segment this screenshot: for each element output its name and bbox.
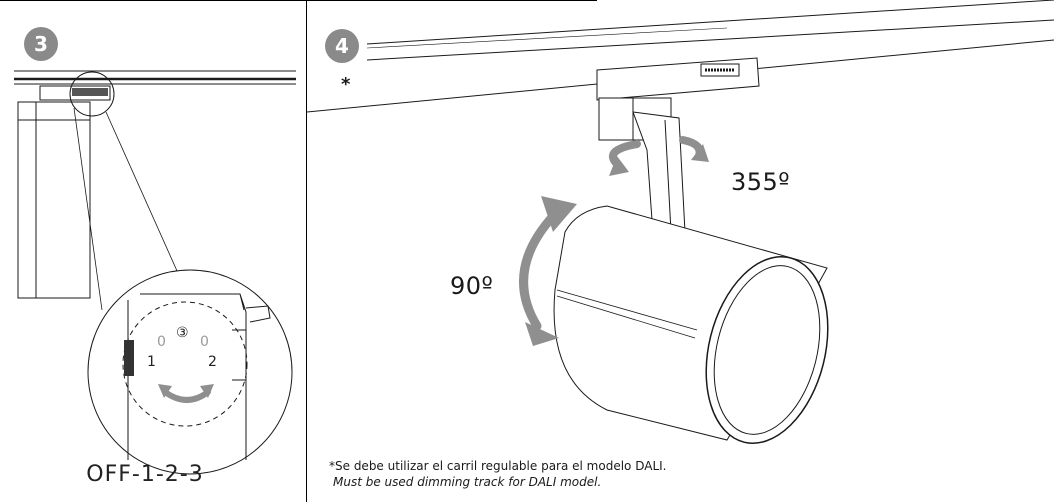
switch-setting-label: OFF-1-2-3 xyxy=(86,462,204,487)
dial-dashed-ring xyxy=(122,301,248,427)
luminaire-body xyxy=(17,101,91,299)
top-border-left xyxy=(307,0,597,1)
dial-zero-left: 0 xyxy=(157,334,166,350)
step-4-badge: 4 xyxy=(325,29,359,63)
dali-note-spanish: *Se debe utilizar el carril regulable pa… xyxy=(329,459,667,473)
dial-position-1: 1 xyxy=(147,354,156,370)
track-line-2 xyxy=(366,19,1054,61)
rotate-arrow-icon xyxy=(609,136,709,176)
spot-front-lens-ring xyxy=(713,265,821,435)
spot-front-bezel xyxy=(705,256,829,444)
dial-position-2: 2 xyxy=(208,354,217,370)
housing-clip-left xyxy=(124,340,134,376)
circle-arrow-icon xyxy=(158,384,214,403)
top-border xyxy=(0,0,306,1)
dial-zero-right: 0 xyxy=(200,334,209,350)
callout-small-circle xyxy=(69,71,115,117)
tilt-angle-label: 90º xyxy=(450,272,494,300)
callout-big-circle xyxy=(87,269,293,475)
rotation-angle-label: 355º xyxy=(731,168,791,196)
tilt-arrow-icon xyxy=(519,196,577,346)
step-3-badge: 3 xyxy=(24,27,58,61)
track-line-1 xyxy=(366,0,1054,45)
dali-note-english: Must be used dimming track for DALI mode… xyxy=(333,475,602,489)
adapter-switch xyxy=(72,88,108,96)
track-switch-diagram xyxy=(14,70,296,475)
step-3-panel: 3 ③ 0 0 1 2 OFF-1-2-3 xyxy=(0,0,307,502)
asterisk-mark: * xyxy=(341,74,351,95)
dial-position-3: ③ xyxy=(176,325,189,341)
spotlight-rotation-diagram xyxy=(307,0,1054,444)
step-4-panel: 4 * xyxy=(307,0,1054,502)
